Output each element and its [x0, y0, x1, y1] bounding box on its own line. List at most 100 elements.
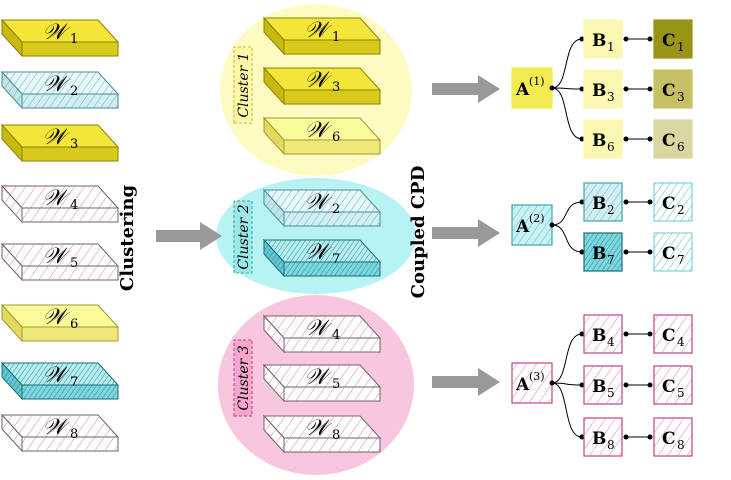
cluster-1-tensor-1-subscript: 1: [332, 30, 340, 45]
cluster-3-A-superscript: (3): [529, 370, 545, 383]
connector-A-B: [551, 382, 583, 386]
cluster-3-C-3-subscript: 8: [677, 438, 685, 452]
cluster-2-A: A(2): [511, 204, 553, 246]
connector-node: [623, 199, 629, 205]
cluster-1-label: Cluster 1: [233, 46, 253, 124]
cluster-1-C-3-subscript: 6: [677, 140, 685, 154]
cluster-2-A-superscript: (2): [529, 212, 545, 225]
left-tensor-5-subscript: 5: [70, 256, 78, 271]
cluster-1-B-1-symbol: B: [592, 31, 606, 51]
connector-node: [647, 36, 653, 42]
connector-node: [647, 331, 653, 337]
cluster-3-C-2-subscript: 5: [677, 386, 685, 400]
left-tensor-6-subscript: 6: [70, 317, 78, 332]
connector-node: [579, 382, 585, 388]
cpd-arrow-1: [432, 75, 500, 103]
cluster-2-A-symbol: A: [515, 217, 530, 237]
cluster-1-B-3-symbol: B: [592, 131, 606, 151]
connector-node: [623, 331, 629, 337]
connector-A-B: [551, 382, 583, 438]
left-tensor-4-subscript: 4: [70, 198, 78, 213]
cluster-3-B-3-subscript: 8: [607, 438, 615, 452]
cluster-1-C-2-subscript: 3: [677, 90, 685, 104]
left-tensor-1-subscript: 1: [70, 32, 78, 47]
cluster-3-B-1-symbol: B: [592, 326, 606, 346]
cluster-3-B-1-subscript: 4: [607, 335, 615, 349]
cluster-1-A-superscript: (1): [529, 75, 545, 88]
connector-node: [647, 382, 653, 388]
cluster-3-B-2-symbol: B: [592, 377, 606, 397]
cluster-2-B-2-subscript: 7: [607, 253, 615, 267]
svg-text:Cluster 1: Cluster 1: [236, 52, 252, 117]
cluster-2-C-1-symbol: C: [662, 194, 676, 214]
connector-node: [623, 86, 629, 92]
connector-node: [623, 434, 629, 440]
connector-A-B: [551, 87, 583, 140]
svg-text:Cluster 2: Cluster 2: [236, 204, 252, 269]
cluster-3-tensor-3-subscript: 8: [332, 428, 340, 443]
cluster-2-B-1-symbol: B: [592, 194, 606, 214]
cluster-2-tensor-2-subscript: 7: [332, 252, 340, 267]
cluster-1-tensor-3-subscript: 6: [332, 130, 340, 145]
cluster-2-C-2-subscript: 7: [677, 253, 685, 267]
connector-A-B: [551, 87, 583, 90]
cluster-3-C-1-subscript: 4: [677, 335, 685, 349]
cpd-arrow-2: [432, 219, 500, 247]
connector-node: [579, 199, 585, 205]
svg-text:Cluster 3: Cluster 3: [236, 345, 252, 410]
clustering-label: Clustering: [117, 185, 138, 292]
connector-node: [623, 36, 629, 42]
cluster-1-B-2-symbol: B: [592, 81, 606, 101]
cpd-arrow-3: [432, 368, 500, 396]
cluster-3-B-2-subscript: 5: [607, 386, 615, 400]
cluster-2-C-1-subscript: 2: [677, 203, 685, 217]
connector-node: [579, 249, 585, 255]
cluster-3-C-3-symbol: C: [662, 429, 676, 449]
cluster-1-A: A(1): [511, 67, 553, 109]
connector-node: [579, 331, 585, 337]
clustering-arrow: [156, 222, 222, 250]
cluster-3-tensor-2-subscript: 5: [332, 377, 340, 392]
connector-node: [579, 136, 585, 142]
cluster-2-tensor-1-subscript: 2: [332, 202, 340, 217]
cluster-3-A: A(3): [511, 362, 553, 404]
cluster-3-tensor-1-subscript: 4: [332, 328, 340, 343]
connector-node: [623, 382, 629, 388]
left-tensor-7-subscript: 7: [70, 375, 78, 390]
connector-A-B: [551, 224, 583, 253]
connector-node: [647, 136, 653, 142]
cluster-1-C-1-symbol: C: [662, 31, 676, 51]
cluster-1-tensor-2-subscript: 3: [332, 80, 340, 95]
connector-A-B: [551, 333, 583, 384]
cluster-1-C-3-symbol: C: [662, 131, 676, 151]
